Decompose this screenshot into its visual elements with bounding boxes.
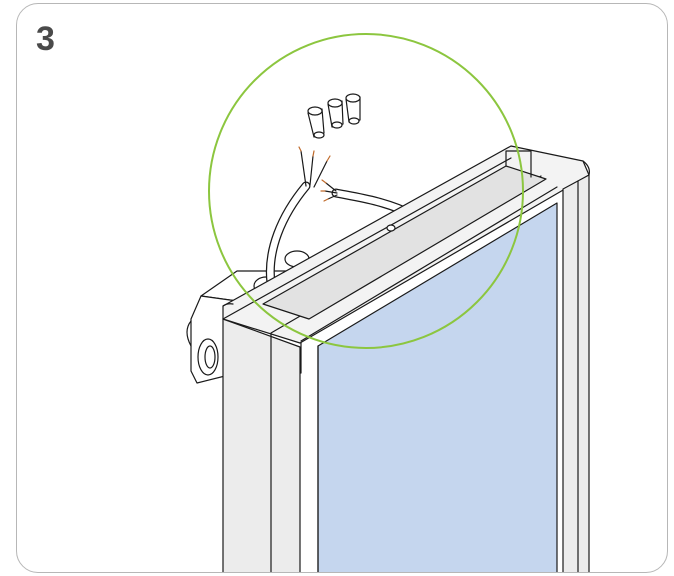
highlight-circle — [208, 33, 524, 349]
step-number: 3 — [36, 20, 55, 58]
instruction-panel: 3 — [16, 3, 668, 573]
frame — [222, 145, 590, 572]
assembly-illustration — [186, 33, 590, 572]
power-cable — [265, 146, 331, 288]
wire-connectors — [307, 93, 361, 139]
